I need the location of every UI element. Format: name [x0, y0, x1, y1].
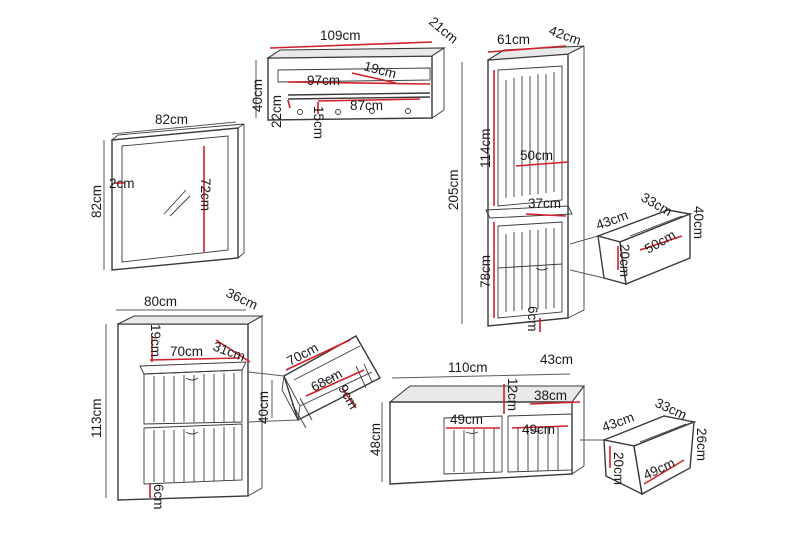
shoe-cabinet-width-label: 80cm [144, 294, 177, 309]
bench-drawing [381, 373, 586, 485]
cabinet-leg-label: 6cm [525, 306, 540, 332]
mirror-height-label: 82cm [89, 185, 104, 218]
shoe-cabinet-height-label: 113cm [89, 398, 104, 438]
bench-drawer-drawing [580, 415, 697, 496]
bench-gap-label: 12cm [505, 378, 520, 411]
cabinet-lower-height-label: 78cm [478, 255, 493, 288]
shoe-cabinet-depth-label: 36cm [224, 285, 260, 313]
cabinet-inner-width-label: 50cm [520, 148, 553, 163]
shelf-width-label: 109cm [320, 28, 361, 43]
wall-shelf-drawing [255, 41, 446, 121]
mirror-width-label: 82cm [155, 112, 188, 127]
bench-drawer-inner-height-label: 20cm [611, 452, 626, 485]
shoe-flap-height-label: 40cm [256, 391, 271, 424]
bench-depth-label: 43cm [540, 352, 573, 367]
bench-left-drawer-label: 49cm [450, 412, 483, 427]
mirror-glass-height-label: 72cm [198, 178, 213, 211]
shoe-cabinet-leg-label: 6cm [151, 484, 166, 510]
shelf-rail-height-label: 22cm [269, 95, 284, 128]
cabinet-height-label: 205cm [446, 169, 461, 210]
tall-cabinet-drawing [461, 45, 585, 332]
shelf-height-label: 40cm [250, 79, 265, 112]
cabinet-upper-height-label: 114cm [478, 128, 493, 168]
bench-drawer-height-label: 26cm [694, 428, 709, 461]
bench-drawer-depth-label: 38cm [534, 388, 567, 403]
shoe-cabinet-top-gap-label: 19cm [148, 324, 163, 357]
cabinet-drawer-depth-label: 37cm [528, 196, 561, 211]
mirror-drawing [103, 121, 245, 271]
shoe-cabinet-inner-width-label: 70cm [170, 344, 203, 359]
bench-width-label: 110cm [448, 360, 488, 375]
bench-right-drawer-label: 49cm [522, 422, 555, 437]
cabinet-drawer-inner-height-label: 20cm [617, 244, 632, 277]
mirror-depth-label: 2cm [109, 176, 135, 191]
shelf-rail-length-label: 97cm [307, 73, 340, 88]
bench-height-label: 48cm [368, 423, 383, 456]
shelf-hook-span-label: 87cm [350, 98, 383, 113]
shoe-flap-drawing [247, 335, 381, 429]
cabinet-drawer-height-label: 40cm [691, 206, 706, 239]
cabinet-drawer-drawing [569, 209, 693, 285]
shoe-cabinet-drawing [105, 309, 265, 501]
cabinet-depth-label: 42cm [547, 23, 583, 48]
shelf-hook-spacing-label: 15cm [311, 106, 326, 139]
cabinet-width-label: 61cm [497, 32, 530, 47]
